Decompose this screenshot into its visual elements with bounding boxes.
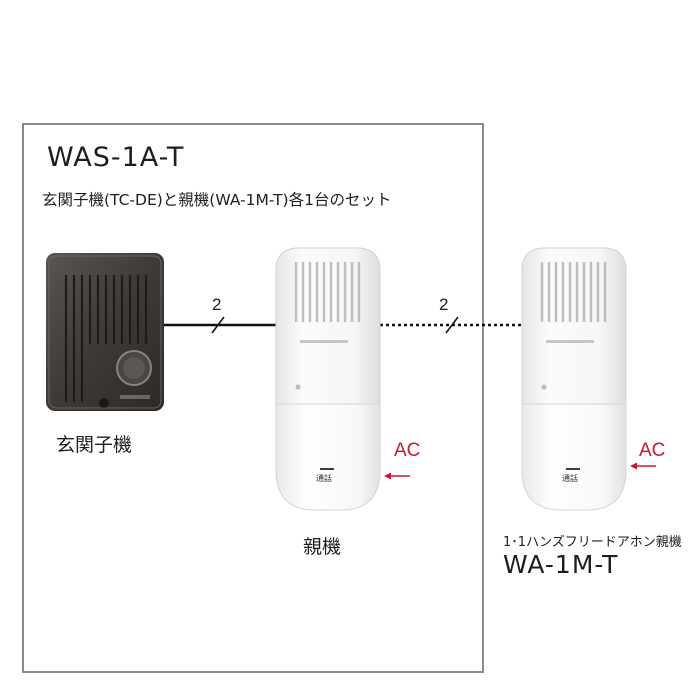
wire-count-master-to-sub: 2 <box>439 295 449 314</box>
sub-master-station-device <box>521 247 627 511</box>
sub-master-call-indicator <box>566 468 580 470</box>
master-call-indicator <box>320 468 334 470</box>
wire-door-to-master <box>162 316 278 334</box>
master-station-caption: 親機 <box>303 536 342 558</box>
sub-master-brand-plate <box>546 340 594 343</box>
set-boundary-frame <box>22 123 484 673</box>
set-description: 玄関子機(TC-DE)と親機(WA-1M-T)各1台のセット <box>42 191 392 209</box>
door-station-device <box>46 253 164 411</box>
door-station-screw-icon <box>99 398 109 408</box>
wire-master-to-sub <box>380 316 524 334</box>
sub-master-subtitle: 1･1ハンズフリードアホン親機 <box>503 535 682 550</box>
set-title: WAS-1A-T <box>47 142 185 173</box>
sub-master-speaker-grille <box>540 262 607 322</box>
sub-master-call-label: 通話 <box>562 474 578 483</box>
door-station-speaker-grille <box>64 275 148 402</box>
ac-arrow-icon <box>384 472 410 480</box>
master-station-device <box>275 247 381 511</box>
master-brand-plate <box>300 340 348 343</box>
sub-master-model: WA-1M-T <box>503 550 619 579</box>
ac-arrow-icon-sub <box>630 462 656 470</box>
wire-count-door-to-master: 2 <box>212 295 222 314</box>
door-station-caption: 玄関子機 <box>56 434 133 456</box>
master-speaker-grille <box>294 262 361 322</box>
master-call-label: 通話 <box>316 474 332 483</box>
master-ac-label: AC <box>394 440 421 461</box>
sub-master-ac-label: AC <box>639 440 666 461</box>
